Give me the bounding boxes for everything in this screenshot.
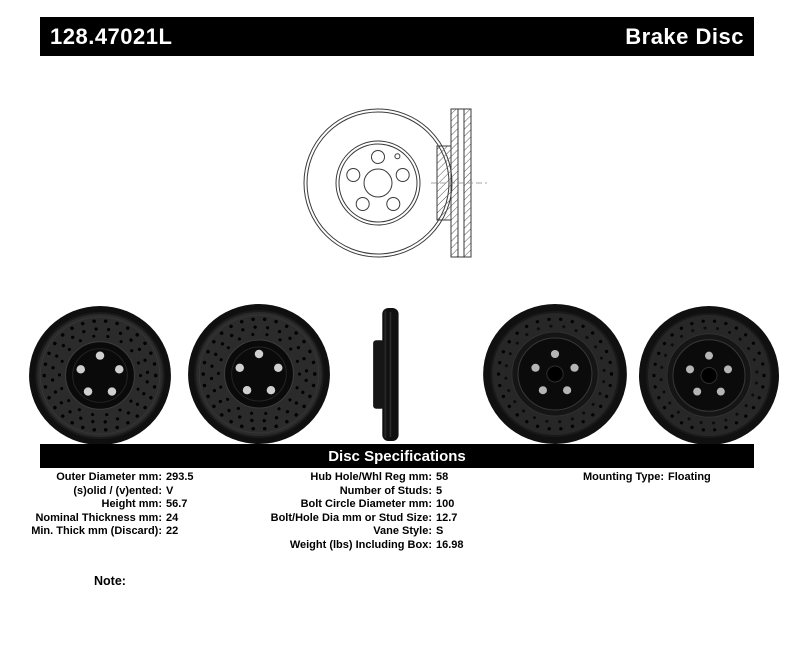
spec-value: 293.5 [166,471,194,483]
spec-row-number-of-studs: Number of Studs: 5 [262,485,552,499]
spec-value: 100 [436,498,455,511]
spec-column-right: Mounting Type: Floating [556,471,791,485]
spec-row-hub-hole: Hub Hole/Whl Reg mm: 58 [262,471,552,485]
rotor-edge-photo [366,304,422,445]
spec-row-height: Height mm: 56.7 [16,498,266,512]
spec-row-vane-style: Vane Style: S [262,525,552,539]
spec-value: 16.98 [436,538,464,551]
spec-column-middle: Hub Hole/Whl Reg mm: 58 Number of Studs:… [262,471,552,553]
spec-label: Height mm: [101,498,163,511]
spec-label: (s)olid / (v)ented: [73,484,162,497]
spec-label: Bolt Circle Diameter mm: [300,498,432,511]
spec-label: Number of Studs: [339,484,432,497]
rotor-rear-photo [634,305,784,446]
spec-row-min-thickness: Min. Thick mm (Discard): 22 [16,525,266,539]
brake-disc-line-drawing-icon [303,108,487,258]
spec-value: 58 [436,471,449,483]
spec-row-bolt-hole-dia: Bolt/Hole Dia mm or Stud Size: 12.7 [262,512,552,526]
rotor-front-photo [24,305,176,446]
spec-row-outer-diameter: Outer Diameter mm: 293.5 [16,471,266,485]
spec-label: Hub Hole/Whl Reg mm: [310,471,432,483]
spec-row-mounting-type: Mounting Type: Floating [556,471,791,485]
spec-value: 12.7 [436,511,458,524]
spec-value: Floating [668,471,711,483]
spec-row-solid-vented: (s)olid / (v)ented: V [16,485,266,499]
product-type-title: Brake Disc [625,23,744,49]
spec-value: 22 [166,525,179,538]
spec-label: Outer Diameter mm: [56,471,162,483]
spec-label: Mounting Type: [582,471,664,483]
spec-row-nominal-thickness: Nominal Thickness mm: 24 [16,512,266,526]
spec-label: Vane Style: [373,525,432,538]
spec-value: 24 [166,511,179,524]
rotor-rear-angled-photo [478,303,632,445]
technical-drawing [285,96,515,271]
header-bar: 128.47021L Brake Disc [40,17,754,56]
spec-value: V [166,484,174,497]
spec-label: Nominal Thickness mm: [35,511,162,524]
spec-value: 56.7 [166,498,188,511]
spec-row-bolt-circle-diameter: Bolt Circle Diameter mm: 100 [262,498,552,512]
spec-row-weight: Weight (lbs) Including Box: 16.98 [262,539,552,553]
spec-banner: Disc Specifications [40,444,754,468]
spec-banner-title: Disc Specifications [328,447,466,465]
rotor-front-angled-photo [183,303,335,445]
note-label: Note: [94,574,126,588]
spec-value: S [436,525,444,538]
spec-column-left: Outer Diameter mm: 293.5 (s)olid / (v)en… [16,471,266,539]
spec-label: Bolt/Hole Dia mm or Stud Size: [270,511,432,524]
spec-label: Weight (lbs) Including Box: [289,538,432,551]
spec-label: Min. Thick mm (Discard): [31,525,162,538]
spec-value: 5 [436,484,443,497]
part-number: 128.47021L [50,23,173,49]
